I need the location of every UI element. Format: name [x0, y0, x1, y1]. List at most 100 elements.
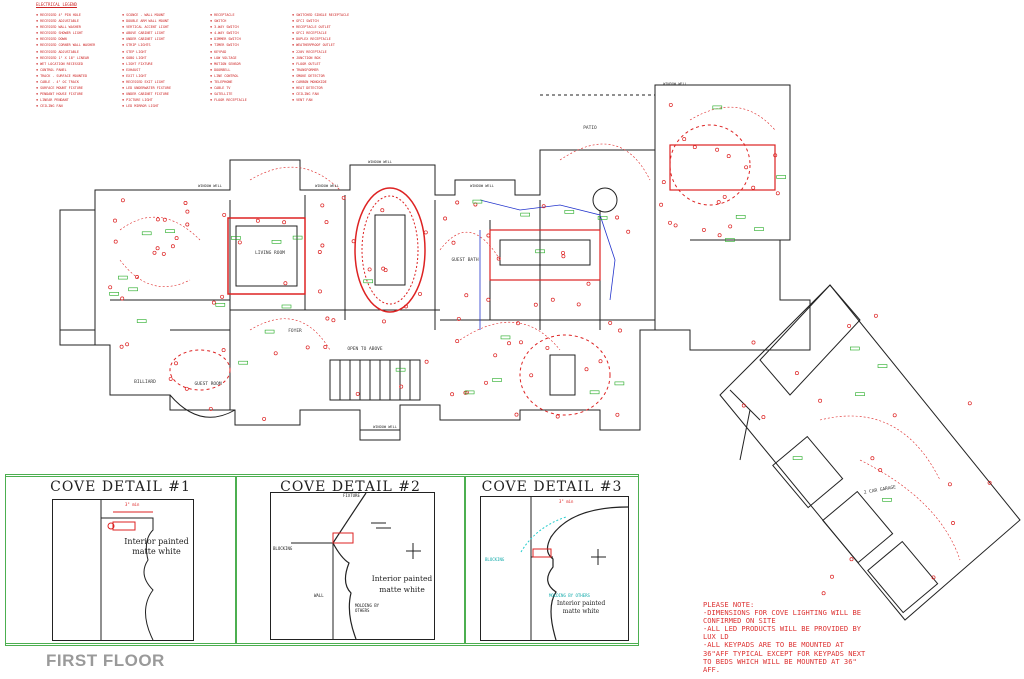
fixture-mark: [830, 574, 834, 579]
fixture-mark: [484, 380, 488, 385]
fixture-mark: [576, 302, 581, 307]
circuit-tag: [281, 304, 292, 309]
circuit-tag: [877, 364, 888, 368]
fixture-mark: [741, 403, 746, 408]
fixture-mark: [418, 291, 422, 296]
legend-entry: UNDER CABINET FIXTURE: [122, 91, 171, 97]
circuit-tag: [712, 105, 723, 110]
circuit-tag: [735, 215, 746, 219]
fixture-mark: [716, 200, 721, 205]
circuit-tag: [564, 210, 575, 214]
fixture-mark: [692, 145, 697, 150]
legend-entry: STEP LIGHT: [122, 49, 171, 55]
circuit-tag: [754, 227, 764, 231]
fixture-mark: [668, 102, 673, 107]
fixture-mark: [947, 482, 952, 487]
detail-label: MOLDING BY OTHERS: [549, 593, 590, 598]
legend-entry: DOORBELL: [210, 67, 247, 73]
legend-entry: WEATHERPROOF OUTLET: [292, 42, 349, 48]
legend-entry: 4-WAY SWITCH: [210, 30, 247, 36]
fixture-mark: [618, 328, 622, 333]
circuit-tag: [520, 212, 531, 217]
fixture-mark: [615, 412, 620, 417]
fixture-mark: [255, 218, 260, 223]
fixture-mark: [273, 351, 278, 356]
circuit-tag: [855, 392, 865, 397]
window-well-label: WINDOW WELL: [470, 184, 494, 188]
circuit-tag: [395, 367, 406, 372]
legend-entry: DUPLEX RECEPTACLE: [292, 36, 349, 42]
legend-entry: DOUBLE ARM WALL MOUNT: [122, 18, 171, 24]
legend-entry: RECESSED ADJUSTABLE: [36, 49, 95, 55]
legend-entry: ABOVE CABINET LIGHT: [122, 30, 171, 36]
fixture-mark: [108, 285, 113, 290]
fixture-mark: [455, 200, 460, 205]
fixture-mark: [878, 468, 883, 473]
fixture-mark: [486, 233, 491, 238]
detail-title: COVE DETAIL #2: [280, 479, 421, 495]
legend-entry: TELEPHONE: [210, 79, 247, 85]
legend-entry: SURFACE MOUNT FIXTURE: [36, 85, 95, 91]
fixture-mark: [221, 348, 226, 353]
fixture-mark: [222, 212, 227, 217]
fixture-mark: [722, 194, 727, 199]
fixture-mark: [775, 191, 780, 196]
legend-entry: SATELLITE: [210, 91, 247, 97]
fixture-mark: [967, 401, 972, 406]
fixture-mark: [847, 323, 852, 328]
fixture-mark: [183, 201, 188, 205]
note-line: 36"AFF TYPICAL EXCEPT FOR KEYPADS NEXT: [703, 648, 866, 658]
circuit-tag: [614, 381, 625, 386]
fixture-mark: [545, 345, 550, 350]
legend-entry: LED UNDERWATER FIXTURE: [122, 85, 171, 91]
fixture-mark: [351, 239, 356, 244]
legend-entry: HEAT DETECTOR: [292, 85, 349, 91]
fixture-mark: [135, 275, 139, 279]
circuit-tag: [231, 236, 241, 240]
legend-entry: TRANSFORMER: [292, 67, 349, 73]
room-label: PATIO: [583, 126, 597, 131]
fixture-mark: [892, 413, 897, 418]
legend-entry: EXHAUST: [122, 67, 171, 73]
fixture-mark: [120, 296, 125, 301]
fixture-mark: [282, 220, 287, 225]
detail-box: FIXTURE BLOCKING WALL MOLDING BY OTHERS …: [270, 492, 435, 640]
fixture-mark: [668, 220, 672, 225]
fixture-mark: [325, 316, 330, 321]
fixture-mark: [951, 521, 955, 525]
fixture-mark: [318, 289, 322, 294]
fixture-mark: [584, 367, 589, 372]
circuit-tag: [109, 291, 119, 296]
fixture-mark: [682, 137, 687, 142]
room-label: LIVING ROOM: [255, 251, 285, 256]
cove-profile-drawing: [520, 497, 629, 641]
fixture-mark: [423, 230, 428, 235]
fixture-mark: [496, 256, 501, 261]
fixture-mark: [931, 575, 936, 580]
fixture-mark: [541, 204, 546, 209]
fixture-mark: [155, 217, 160, 222]
circuit-tag: [271, 240, 282, 244]
cove-profile-drawing: [291, 492, 421, 640]
fixture-mark: [451, 240, 456, 245]
circuit-tag: [363, 279, 374, 284]
circuit-tag: [792, 456, 803, 460]
fixture-mark: [821, 591, 826, 596]
fixture-mark: [486, 297, 491, 302]
note-line: AFF.: [703, 664, 721, 674]
fixture-mark: [561, 250, 565, 255]
fixture-mark: [382, 319, 386, 324]
detail-label: WALL: [314, 593, 324, 598]
legend-entry: SWITCH: [210, 18, 247, 24]
legend-entry: PICTURE LIGHT: [122, 97, 171, 103]
note-line: CONFIRMED ON SITE: [703, 616, 776, 626]
legend-entry: SCONCE - WALL MOUNT: [122, 12, 171, 18]
fixture-mark: [659, 202, 664, 207]
circuit-tag: [535, 249, 545, 254]
legend-entry: RECESSED EXIT LIGHT: [122, 79, 171, 85]
circuit-tag: [492, 378, 502, 382]
fixture-mark: [873, 313, 878, 318]
legend-entry: CABLE - 4" OC TRACK: [36, 79, 95, 85]
